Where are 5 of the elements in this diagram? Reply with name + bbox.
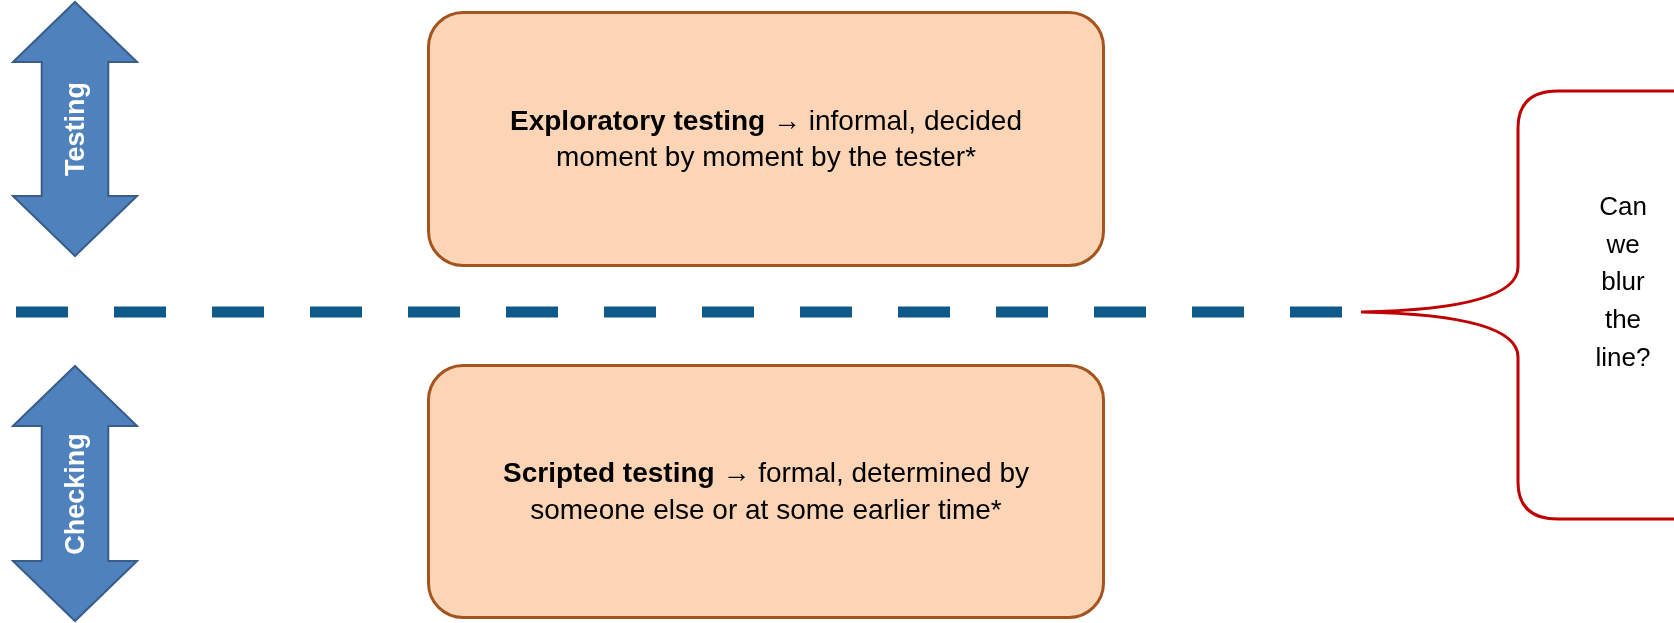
axis-label: Testing (59, 82, 91, 176)
box-text: Exploratory testing → informal, decided moment by moment by the tester* (509, 103, 1023, 174)
box-text: Scripted testing → formal, determined by someone else or at some earlier time* (502, 456, 1030, 527)
callout-text: Can we blur the line? (1594, 190, 1652, 374)
axis-label: Checking (59, 432, 91, 555)
